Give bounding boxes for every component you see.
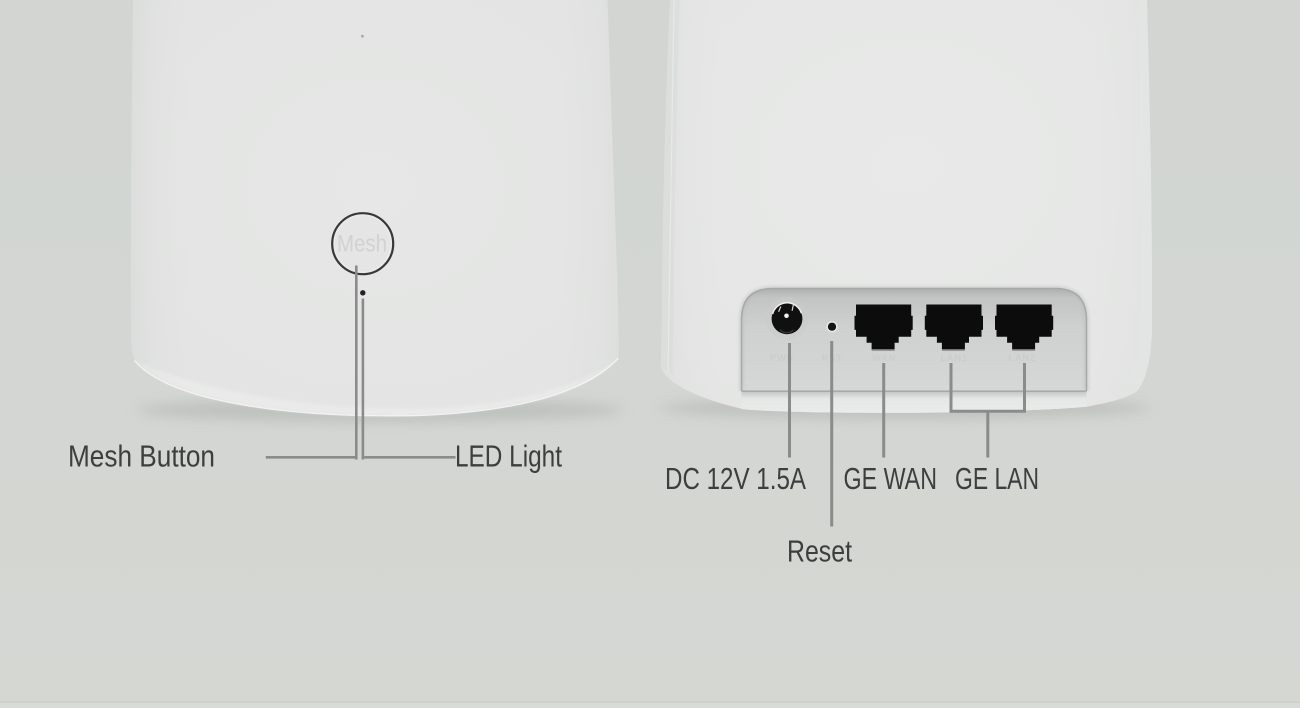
svg-text:Mesh: Mesh	[337, 231, 387, 258]
svg-text:Reset: Reset	[787, 535, 852, 569]
svg-text:WAN: WAN	[872, 353, 896, 364]
svg-text:LED Light: LED Light	[455, 440, 562, 474]
svg-text:PWR: PWR	[770, 353, 794, 364]
svg-text:GE WAN: GE WAN	[844, 462, 938, 496]
svg-text:DC 12V 1.5A: DC 12V 1.5A	[665, 462, 807, 496]
svg-text:LAN1: LAN1	[940, 353, 967, 364]
svg-text:LAN2: LAN2	[1008, 353, 1035, 364]
svg-text:GE LAN: GE LAN	[955, 462, 1039, 496]
svg-text:Mesh Button: Mesh Button	[68, 440, 215, 474]
